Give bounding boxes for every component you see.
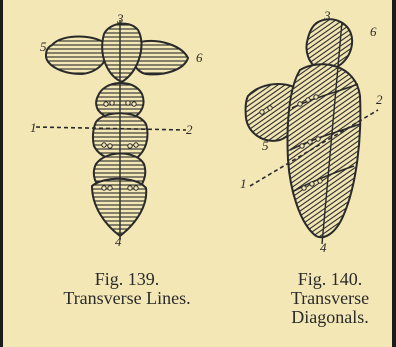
figure-140-drawing bbox=[246, 19, 378, 244]
fig139-number: Fig. 139. bbox=[44, 270, 210, 289]
fig140-label-4: 4 bbox=[320, 240, 327, 255]
fig139-title: Transverse Lines. bbox=[44, 289, 210, 308]
fig140-caption: Fig. 140. Transverse Diagonals. bbox=[270, 270, 390, 327]
fig140-label-2: 2 bbox=[376, 92, 383, 107]
fig139-caption: Fig. 139. Transverse Lines. bbox=[44, 270, 210, 308]
fig140-title-line2: Diagonals. bbox=[270, 308, 390, 327]
figure-139-drawing bbox=[36, 20, 188, 240]
fig140-number: Fig. 140. bbox=[270, 270, 390, 289]
fig140-label-5: 5 bbox=[262, 138, 269, 153]
fig139-label-4: 4 bbox=[115, 234, 122, 249]
fig139-label-2: 2 bbox=[186, 122, 193, 137]
fig139-left-petal bbox=[46, 36, 108, 74]
fig139-label-1: 1 bbox=[30, 120, 37, 135]
fig139-label-6: 6 bbox=[196, 50, 203, 65]
fig140-title-line1: Transverse bbox=[270, 289, 390, 308]
fig140-top-petal bbox=[307, 19, 353, 70]
fig139-top-petal bbox=[102, 24, 141, 82]
fig139-label-5: 5 bbox=[40, 39, 47, 54]
fig140-label-1: 1 bbox=[240, 176, 247, 191]
fig140-label-6: 6 bbox=[370, 24, 377, 39]
fig139-label-3: 3 bbox=[116, 11, 124, 26]
fig140-label-3: 3 bbox=[323, 8, 331, 23]
fig140-main-body bbox=[288, 64, 361, 237]
